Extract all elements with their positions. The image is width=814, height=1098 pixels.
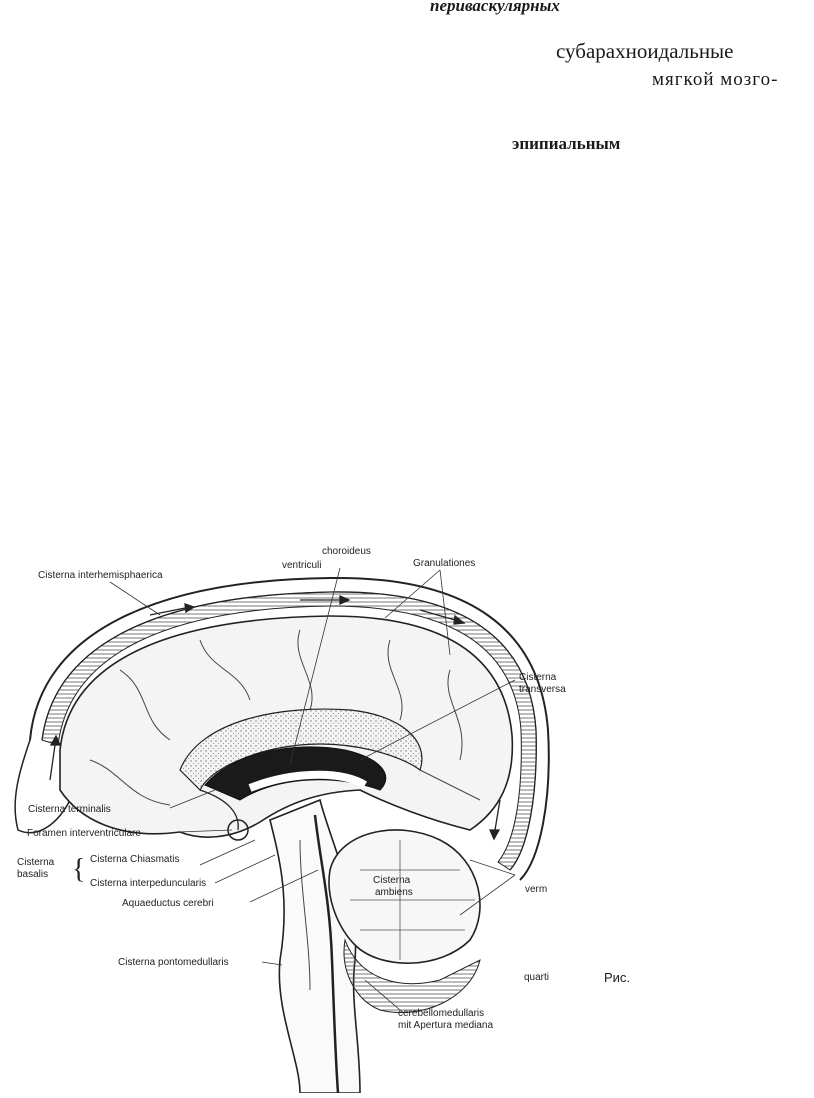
text-epipial: эпипиальным — [512, 134, 621, 153]
brain-diagram: choroideus ventriculi Granulationes Cist… — [14, 546, 566, 1094]
label-cisterna-transversa-1: Cisterna — [519, 672, 557, 683]
label-quarti: quarti — [524, 972, 549, 983]
label-ventriculi: ventriculi — [282, 560, 321, 571]
aqueduct — [313, 814, 340, 1094]
label-aquaeductus-cerebri: Aquaeductus cerebri — [122, 898, 214, 909]
label-cisterna-ambiens-1: Cisterna — [373, 875, 411, 886]
fornix — [248, 770, 368, 792]
corpus-callosum — [179, 708, 423, 792]
label-cisterna-basalis-2: basalis — [17, 869, 48, 880]
brain-sagittal-figure: choroideus ventriculi Granulationes Cist… — [0, 540, 814, 1094]
label-cisterna-terminalis: Cisterna terminalis — [28, 804, 111, 815]
label-cisterna-transversa-2: transversa — [519, 684, 566, 695]
label-cisterna-interpeduncularis: Cisterna interpeduncularis — [90, 878, 206, 889]
text-pia: мягкой мозго- — [652, 69, 779, 90]
label-cisterna-ambiens-2: ambiens — [375, 887, 413, 898]
label-cisterna-basalis-1: Cisterna — [17, 857, 55, 868]
brace: { — [72, 854, 85, 885]
figure-caption: Рис. — [604, 970, 631, 985]
label-cisterna-interhemisphaerica: Cisterna interhemisphaerica — [38, 570, 163, 581]
skull-outline — [29, 576, 550, 881]
label-verm: verm — [525, 884, 547, 895]
text-subarachnoid: субарахноидальные — [556, 39, 734, 63]
cisterna-magna — [343, 938, 481, 1014]
label-foramen-interventriculare: Foramen interventriculare — [27, 828, 141, 839]
text-periv: периваскулярных — [430, 0, 560, 15]
label-apertura-mediana: mit Apertura mediana — [398, 1020, 493, 1031]
subarachnoid-space — [41, 591, 537, 871]
csf-flow-arrows — [49, 594, 501, 841]
label-choroideus: choroideus — [322, 546, 371, 557]
forehead-bone — [14, 739, 71, 834]
label-granulationes: Granulationes — [413, 558, 475, 569]
label-cisterna-chiasmatis: Cisterna Chiasmatis — [90, 854, 179, 865]
label-cerebellomedullaris: cerebellomedullaris — [398, 1008, 484, 1019]
label-cisterna-pontomedullaris: Cisterna pontomedullaris — [118, 957, 229, 968]
